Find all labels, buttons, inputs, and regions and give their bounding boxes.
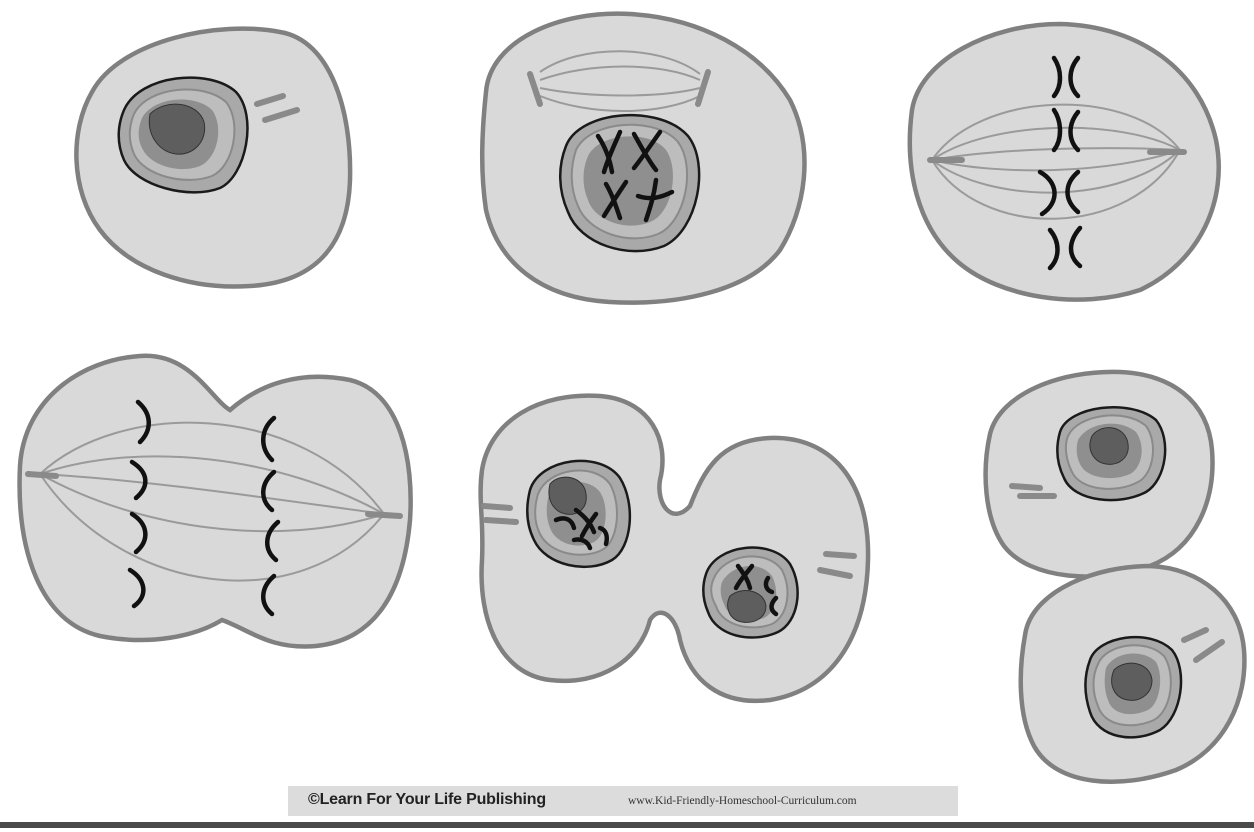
nucleus xyxy=(1057,407,1165,500)
bottom-divider xyxy=(0,822,1254,828)
cell-daughter-lower xyxy=(1021,566,1245,782)
nucleus xyxy=(703,548,797,638)
website-url[interactable]: www.Kid-Friendly-Homeschool-Curriculum.c… xyxy=(628,795,857,807)
cell-prophase xyxy=(482,14,804,303)
copyright-credit: ©Learn For Your Life Publishing xyxy=(308,791,546,809)
cell-telophase xyxy=(481,396,868,701)
nucleus xyxy=(119,78,248,193)
cell-daughter-upper xyxy=(986,372,1213,577)
cell-metaphase xyxy=(910,24,1219,300)
nucleus xyxy=(1086,637,1182,737)
cell-interphase xyxy=(76,29,350,287)
nucleus xyxy=(560,115,699,251)
cell-anaphase xyxy=(20,356,411,647)
